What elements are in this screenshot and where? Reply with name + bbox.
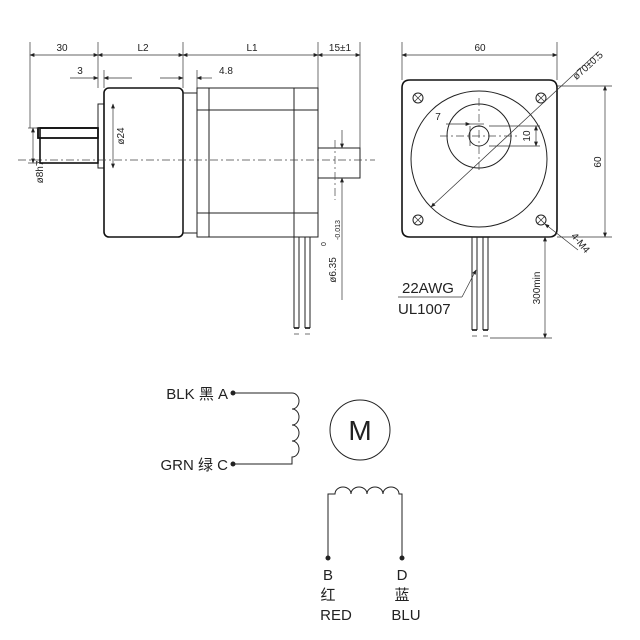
coil2-right-cn: 蓝 [394, 587, 409, 604]
side-view: 30 L2 L1 15±1 3 4.8 [18, 42, 375, 335]
top-dimension-chain: 30 L2 L1 15±1 [29, 42, 361, 150]
motor-symbol: M [329, 399, 391, 461]
front-wires [471, 237, 489, 337]
dim-d24: ø24 [116, 127, 127, 145]
coil-2: B 红 RED D 蓝 BLU [320, 486, 421, 624]
dim-300: 300min [532, 272, 543, 305]
coil2-left-en: RED [320, 607, 352, 624]
dim-d70: ø70±0.5 [571, 50, 606, 83]
dim-60-top: 60 [474, 43, 486, 54]
coil2-right-letter: D [397, 567, 408, 584]
dim-holes: 4-M4 [568, 231, 591, 256]
coil2-left-cn: 红 [320, 587, 335, 604]
dim-shaft-tol-bottom: -0.013 [335, 220, 342, 240]
dim-10-group: 10 [489, 125, 540, 147]
coil1-bottom-label: GRN 绿 C [160, 457, 228, 474]
dim-7-group: 7 [435, 112, 484, 126]
wiring-diagram: BLK 黑 A GRN 绿 C M B 红 RED D 蓝 BLU [160, 386, 420, 624]
front-view: 60 60 [398, 42, 612, 339]
small-dimensions: 3 4.8 [70, 66, 233, 88]
front-top-dimension: 60 [401, 42, 558, 80]
dim-shaft-tol-top: 0 [321, 242, 328, 246]
coil2-right-en: BLU [391, 607, 420, 624]
dim-10: 10 [522, 130, 533, 142]
dim-300-group: 300min [490, 236, 552, 339]
front-right-dimension: 60 [557, 85, 612, 238]
dim-d8: ø8h7 [35, 160, 46, 183]
coil2-left-letter: B [323, 567, 333, 584]
wire-type: UL1007 [398, 301, 451, 318]
dim-60-right: 60 [593, 156, 604, 168]
dim-d24-group: ø24 [111, 103, 127, 169]
side-wires [293, 237, 311, 335]
dim-3: 3 [77, 66, 83, 77]
output-shaft [36, 127, 99, 164]
dim-l2: L2 [137, 43, 149, 54]
coil-1: BLK 黑 A GRN 绿 C [160, 386, 300, 474]
dim-7: 7 [435, 112, 441, 123]
dim-4-8: 4.8 [219, 66, 233, 77]
dim-30: 30 [56, 43, 68, 54]
dim-shaft-group: ø6.35 0 -0.013 [321, 130, 344, 300]
wire-gauge: 22AWG [402, 280, 454, 297]
dim-15: 15±1 [329, 43, 352, 54]
wire-callout: 22AWG UL1007 [398, 269, 477, 318]
dim-holes-group: 4-M4 [544, 223, 592, 256]
dim-l1: L1 [246, 43, 258, 54]
dim-d70-group: ø70±0.5 [430, 50, 606, 208]
motor-symbol-letter: M [348, 415, 371, 446]
coil1-top-label: BLK 黑 A [166, 386, 228, 403]
dim-shaft-main: ø6.35 [328, 257, 339, 283]
dim-d8-group: ø8h7 [28, 127, 46, 183]
front-flange [401, 79, 558, 238]
